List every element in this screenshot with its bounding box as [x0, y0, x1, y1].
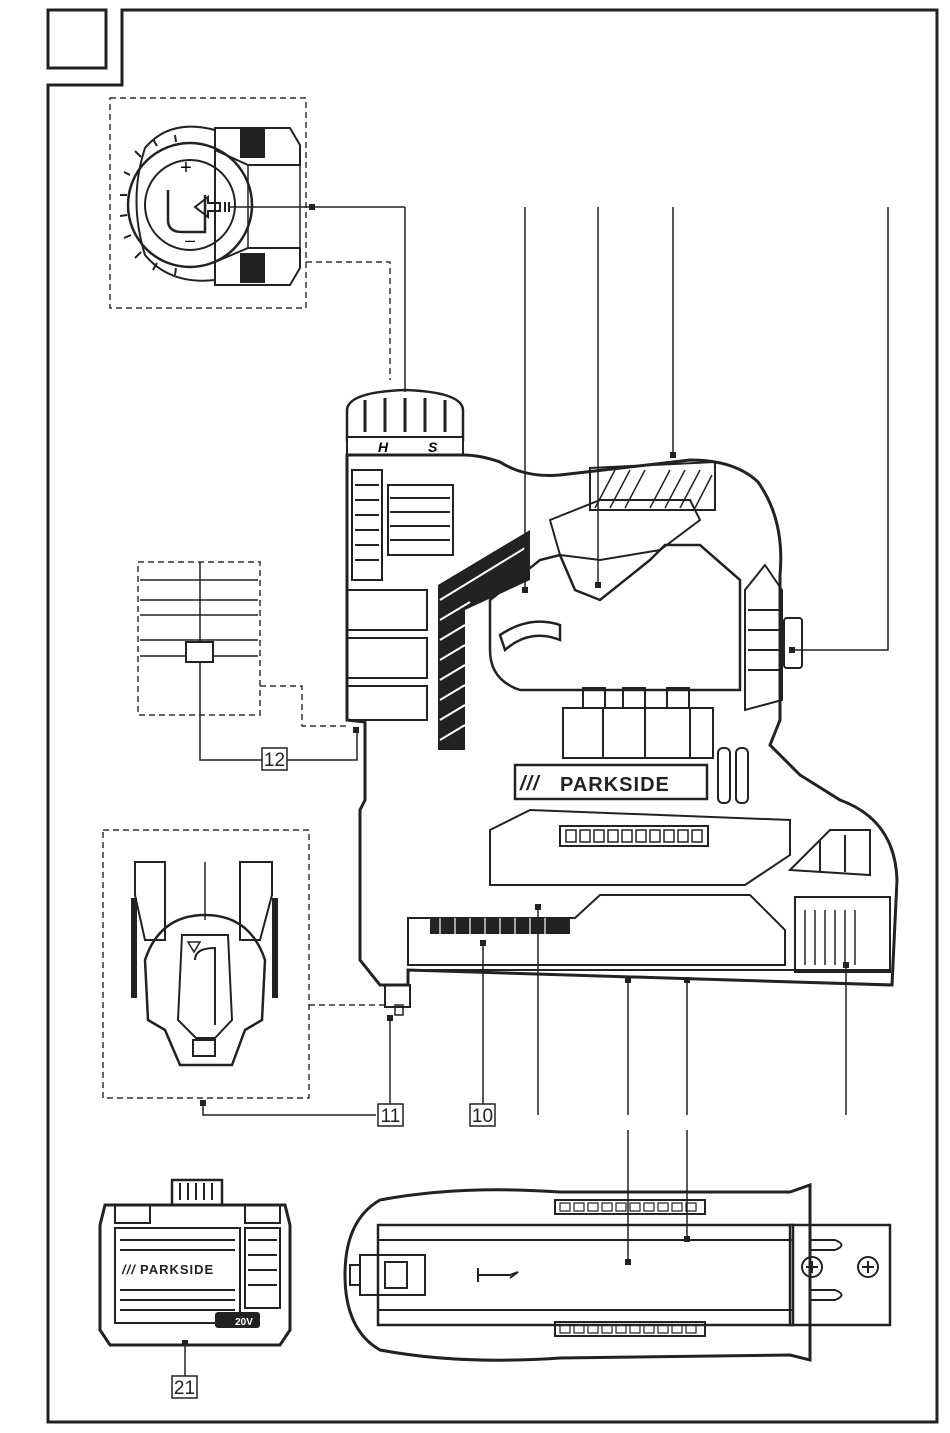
- callout-11-label: 11: [381, 1106, 401, 1127]
- lamp-marker-dot: [353, 727, 359, 733]
- leader-rear: [795, 207, 888, 650]
- nose-funnel-icon: [188, 942, 200, 952]
- callout-12-label: 12: [264, 750, 285, 771]
- detail-lamp: 12: [138, 562, 357, 771]
- nose-left-arm: [135, 862, 165, 940]
- mode-mark-right: S: [428, 439, 438, 455]
- nose-inner-slot: [195, 948, 215, 1025]
- lamp-lens: [186, 642, 213, 662]
- battery-pack: PARKSIDE /// 20V 21: [100, 1180, 290, 1399]
- nose-body: [145, 915, 265, 1065]
- rear-switch: [784, 618, 802, 668]
- dial-housing-dark-bottom: [240, 253, 265, 283]
- battery-brand-slashes: ///: [121, 1262, 136, 1277]
- nailer-side-view: H S: [347, 207, 897, 1127]
- callout-21-label: 21: [174, 1378, 195, 1399]
- dial-minus-sign: –: [185, 230, 195, 250]
- dial-plus-sign: +: [180, 157, 192, 179]
- dial-dashed-link: [306, 262, 390, 380]
- dial-arrow-icon: [195, 197, 220, 217]
- nose-channel: [178, 935, 232, 1038]
- detail-nose: 11: [103, 830, 403, 1127]
- nose-tip: [385, 985, 410, 1007]
- dial-leader-dot: [309, 204, 315, 210]
- nailer-bottom-view: [345, 1130, 890, 1360]
- frame-tab: [48, 10, 106, 68]
- detail-box-lamp: [138, 562, 260, 715]
- callout-10-label: 10: [472, 1106, 493, 1127]
- nose-leader-line: [203, 1103, 376, 1115]
- brand-slashes: ///: [519, 773, 541, 795]
- lamp-leader-line: [200, 662, 357, 760]
- detail-depth-dial: + –: [110, 98, 405, 380]
- brand-name: PARKSIDE: [560, 774, 670, 796]
- tool-housing: [347, 455, 897, 985]
- mode-band: [347, 437, 463, 455]
- battery-voltage-text: 20V: [235, 1317, 253, 1328]
- lamp-dashed-link: [260, 686, 350, 726]
- nose-side-pad-left: [131, 898, 137, 998]
- dial-housing-dark-top: [240, 128, 265, 158]
- nose-clip: [193, 1040, 215, 1056]
- dial-gear-outline: [137, 127, 216, 281]
- battery-brand: PARKSIDE: [140, 1262, 214, 1277]
- mode-mark-left: H: [378, 439, 389, 455]
- nose-side-pad-right: [272, 898, 278, 998]
